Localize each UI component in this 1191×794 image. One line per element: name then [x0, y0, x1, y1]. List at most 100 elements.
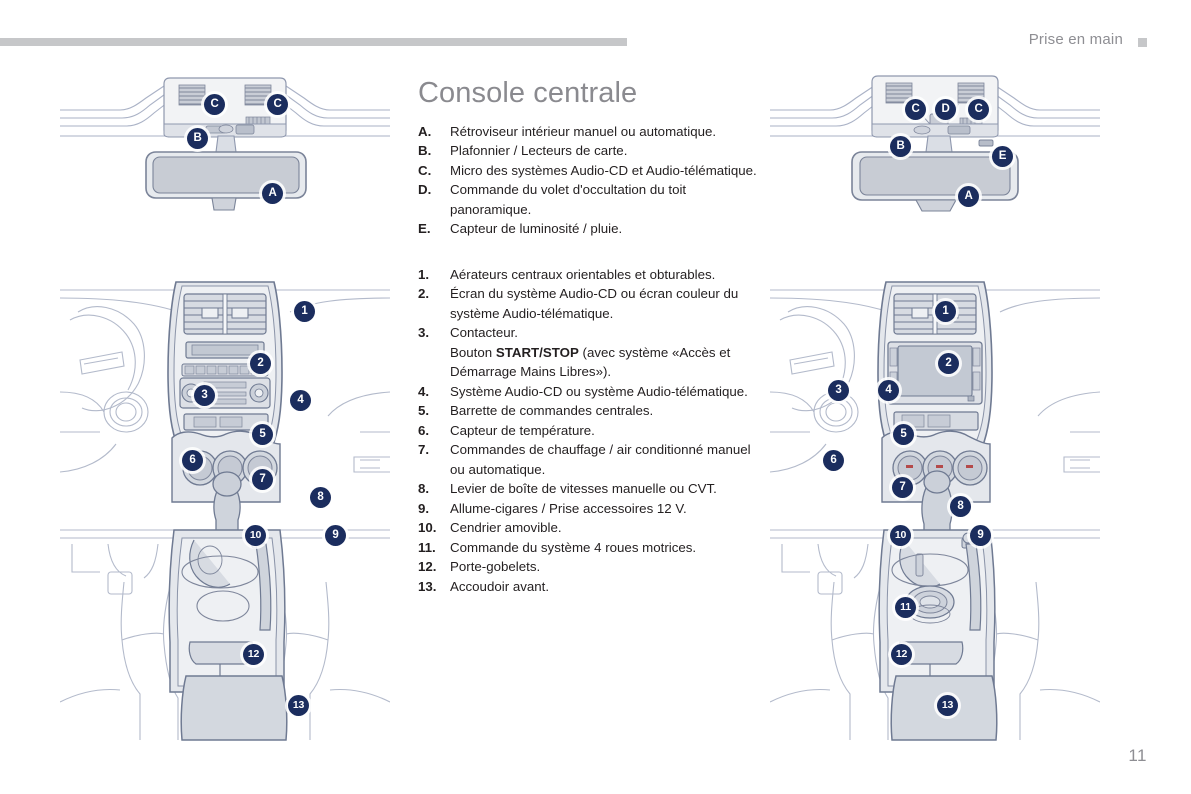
callout-badge: 11 — [895, 597, 916, 618]
list-item: 4. Système Audio-CD ou système Audio-tél… — [418, 382, 758, 402]
rear-view-mirror-automatic-diagram: C D C B E A — [770, 74, 1100, 264]
number-legend-list: 1. Aérateurs centraux orientables et obt… — [418, 265, 758, 597]
callout-badge: 9 — [970, 525, 991, 546]
callout-badge: 2 — [250, 353, 271, 374]
list-item-line1: Contacteur. — [450, 325, 519, 341]
list-item-marker: 3. — [418, 325, 430, 341]
list-item: 2. Écran du système Audio-CD ou écran co… — [418, 284, 758, 323]
list-item-text: Système Audio-CD ou système Audio-téléma… — [450, 383, 748, 399]
list-item-text: Écran du système Audio-CD ou écran coule… — [450, 286, 739, 321]
callout-badge: 8 — [950, 496, 971, 517]
callout-badge: 10 — [245, 525, 266, 546]
list-item-text: Porte-gobelets. — [450, 559, 541, 575]
callout-badge: 10 — [890, 525, 911, 546]
callout-badge: 6 — [823, 450, 844, 471]
callout-badge: 2 — [938, 353, 959, 374]
list-item-marker: 4. — [418, 383, 430, 399]
list-item: 8. Levier de boîte de vitesses manuelle … — [418, 479, 758, 499]
list-item-marker: 12. — [418, 559, 437, 575]
callout-badge: 4 — [878, 380, 899, 401]
list-item-text: Barrette de commandes centrales. — [450, 403, 654, 419]
center-console-audio-cd-diagram: 1 2 3 4 5 6 7 8 10 9 12 13 — [60, 272, 390, 742]
list-item-marker: 10. — [418, 520, 437, 536]
callout-badge: 1 — [935, 301, 956, 322]
list-item: D. Commande du volet d'occultation du to… — [418, 180, 758, 219]
list-item-marker: 6. — [418, 422, 430, 438]
center-console-audio-telematic-diagram: 1 2 3 4 5 6 7 8 10 9 11 12 13 — [770, 272, 1100, 742]
page-number: 11 — [1128, 746, 1147, 765]
callout-badge: 8 — [310, 487, 331, 508]
callout-badge: D — [935, 99, 956, 120]
list-item-marker: 5. — [418, 403, 430, 419]
callout-badge: C — [968, 99, 989, 120]
list-item: 6. Capteur de température. — [418, 421, 758, 441]
list-item-text: Capteur de luminosité / pluie. — [450, 221, 623, 237]
callout-badge: 13 — [288, 695, 309, 716]
callout-badge: 4 — [290, 390, 311, 411]
callout-badge: 5 — [893, 424, 914, 445]
start-stop-emphasis: START/STOP — [495, 344, 579, 360]
header-section-title: Prise en main — [1028, 31, 1123, 48]
list-item-marker: 7. — [418, 442, 430, 458]
callout-badge: B — [890, 136, 911, 157]
list-item-line2-pre: Bouton — [450, 344, 496, 360]
list-item: C. Micro des systèmes Audio-CD et Audio-… — [418, 161, 758, 181]
page-title: Console centrale — [418, 77, 638, 109]
list-item: 9. Allume-cigares / Prise accessoires 12… — [418, 499, 758, 519]
list-item-text: Accoudoir avant. — [450, 578, 550, 594]
callout-badge: 12 — [891, 644, 912, 665]
list-item: 12. Porte-gobelets. — [418, 557, 758, 577]
list-separator — [418, 239, 758, 265]
list-item: 13. Accoudoir avant. — [418, 577, 758, 597]
list-item-marker: A. — [418, 123, 432, 139]
list-item: 3. Contacteur. Bouton START/STOP (avec s… — [418, 323, 758, 382]
callout-badge: A — [958, 186, 979, 207]
list-item: 11. Commande du système 4 roues motrices… — [418, 538, 758, 558]
callout-badge: E — [992, 146, 1013, 167]
list-item-marker: 11. — [418, 539, 436, 555]
list-item-text: Rétroviseur intérieur manuel ou automati… — [450, 123, 717, 139]
list-item-line2-post: (avec système «Accès et Démarrage Mains … — [450, 344, 731, 380]
list-item-text: Commandes de chauffage / air conditionné… — [450, 442, 751, 477]
list-item-marker: D. — [418, 182, 432, 198]
list-item-marker: 8. — [418, 481, 430, 497]
callout-badge: 9 — [325, 525, 346, 546]
callout-badge: 1 — [294, 301, 315, 322]
callout-badge: 5 — [252, 424, 273, 445]
list-item: 10. Cendrier amovible. — [418, 518, 758, 538]
list-item-text: Commande du système 4 roues motrices. — [450, 539, 697, 555]
callout-badge: C — [204, 94, 225, 115]
content-column: Console centrale A. Rétroviseur intérieu… — [418, 77, 758, 597]
callout-badge: 12 — [243, 644, 264, 665]
list-item: 5. Barrette de commandes centrales. — [418, 401, 758, 421]
header-rule — [0, 38, 627, 46]
list-item-text: Commande du volet d'occultation du toit … — [450, 182, 687, 217]
list-item-marker: 2. — [418, 286, 430, 302]
list-item: E. Capteur de luminosité / pluie. — [418, 219, 758, 239]
callout-badge: 7 — [252, 469, 273, 490]
rear-view-mirror-manual-diagram: C C B A — [60, 74, 390, 264]
callout-badge: 7 — [892, 477, 913, 498]
callout-badge: 3 — [194, 385, 215, 406]
list-item-text: Micro des systèmes Audio-CD et Audio-tél… — [450, 162, 757, 178]
callout-badge: 6 — [182, 450, 203, 471]
letter-legend-list: A. Rétroviseur intérieur manuel ou autom… — [418, 122, 758, 239]
list-item-text: Allume-cigares / Prise accessoires 12 V. — [450, 500, 687, 516]
list-item-marker: E. — [418, 221, 431, 237]
callout-badge: C — [905, 99, 926, 120]
callout-badge: 13 — [937, 695, 958, 716]
list-item-marker: B. — [418, 143, 432, 159]
list-item-text: Contacteur. Bouton START/STOP (avec syst… — [450, 323, 758, 382]
list-item: 1. Aérateurs centraux orientables et obt… — [418, 265, 758, 285]
list-item-text: Capteur de température. — [450, 422, 595, 438]
list-item: B. Plafonnier / Lecteurs de carte. — [418, 141, 758, 161]
list-item-marker: 13. — [418, 578, 437, 594]
callout-badge: C — [267, 94, 288, 115]
square-marker-icon — [1138, 38, 1147, 47]
list-item-text: Cendrier amovible. — [450, 520, 562, 536]
list-item-marker: 1. — [418, 266, 430, 282]
callout-badge: A — [262, 183, 283, 204]
list-item: A. Rétroviseur intérieur manuel ou autom… — [418, 122, 758, 142]
list-item-text: Plafonnier / Lecteurs de carte. — [450, 143, 628, 159]
list-item-marker: C. — [418, 162, 432, 178]
